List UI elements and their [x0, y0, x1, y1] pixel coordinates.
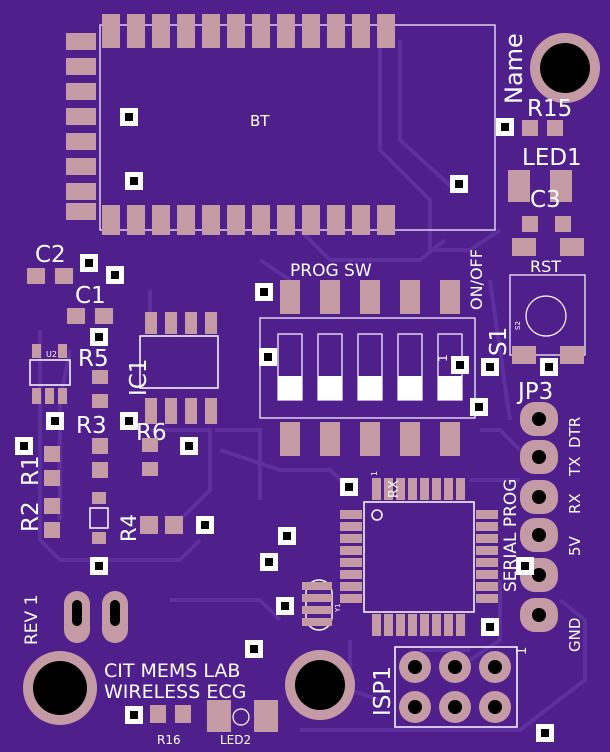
mounting-holes: [23, 33, 600, 725]
r4-label: R4: [117, 514, 141, 542]
rst-label: RST: [530, 257, 561, 276]
y1-label: Y1: [334, 603, 342, 613]
r3-label: R3: [76, 413, 107, 439]
jp3-tx: TX: [566, 457, 584, 477]
reset-switch: RST S2: [509, 238, 586, 364]
s2-label: S2: [514, 321, 522, 330]
r2-pads: [44, 498, 60, 538]
jp3-dtr: DTR: [566, 417, 584, 448]
led1-label: LED1: [522, 145, 582, 171]
cit-line2: WIRELESS ECG: [104, 681, 246, 703]
jp3-5v: 5V: [566, 535, 584, 556]
r4-side-pads: [140, 516, 183, 534]
bt-module: BT: [66, 14, 496, 235]
ic1-part: IC1: [126, 312, 219, 424]
u2-label: U2: [46, 350, 57, 359]
r3-pads: [92, 438, 108, 478]
c3-label: C3: [530, 187, 561, 213]
mcu-u1: 1 RX: [340, 471, 498, 636]
mcu-pin1: 1: [370, 471, 379, 476]
r1-pads: [44, 446, 60, 486]
led2-part: LED2: [207, 700, 278, 747]
s1-label: S1: [486, 327, 512, 356]
mcu-rx-label: RX: [387, 480, 402, 498]
r2-label: R2: [18, 501, 44, 532]
r5-label: R5: [78, 346, 109, 372]
c3-pads: [522, 216, 571, 232]
name-label: Name: [500, 33, 528, 104]
r1-label: R1: [18, 455, 44, 486]
c1-label: C1: [75, 283, 106, 309]
led1-pads: [508, 170, 572, 202]
r16-label: R16: [157, 733, 181, 747]
jp3-gnd: GND: [566, 618, 584, 652]
prog-sw-pin1: 1: [436, 354, 450, 362]
r16-pads: [150, 705, 191, 723]
r6-pads: [142, 438, 158, 476]
battery-holes: [72, 600, 120, 626]
vias: [15, 108, 558, 742]
r4-part: R4: [89, 492, 141, 544]
u2-part: U2: [29, 344, 71, 404]
crystal-y1: Y1: [302, 579, 342, 631]
cit-line1: CIT MEMS LAB: [104, 660, 240, 682]
c2-label: C2: [35, 242, 66, 268]
jp3-rx: RX: [566, 493, 584, 514]
c1-pads: [67, 308, 113, 324]
r15-pads: [522, 120, 563, 136]
isp1-label: ISP1: [370, 666, 396, 716]
r15-label: R15: [527, 96, 572, 122]
isp1-header: ISP1 1: [370, 646, 530, 728]
rev-label: REV 1: [22, 595, 42, 645]
prog-sw: PROG SW 1: [259, 261, 476, 456]
bt-label: BT: [250, 112, 270, 130]
jp3-label: JP3: [516, 379, 553, 405]
isp1-pin1: 1: [515, 647, 530, 655]
led2-label: LED2: [220, 733, 251, 747]
r5-pads: [92, 370, 108, 408]
prog-sw-label: PROG SW: [290, 261, 372, 281]
c2-pads: [27, 268, 73, 284]
on-off-label: ON/OFF: [467, 249, 486, 310]
traces: [38, 40, 587, 732]
ic1-label: IC1: [126, 359, 152, 396]
